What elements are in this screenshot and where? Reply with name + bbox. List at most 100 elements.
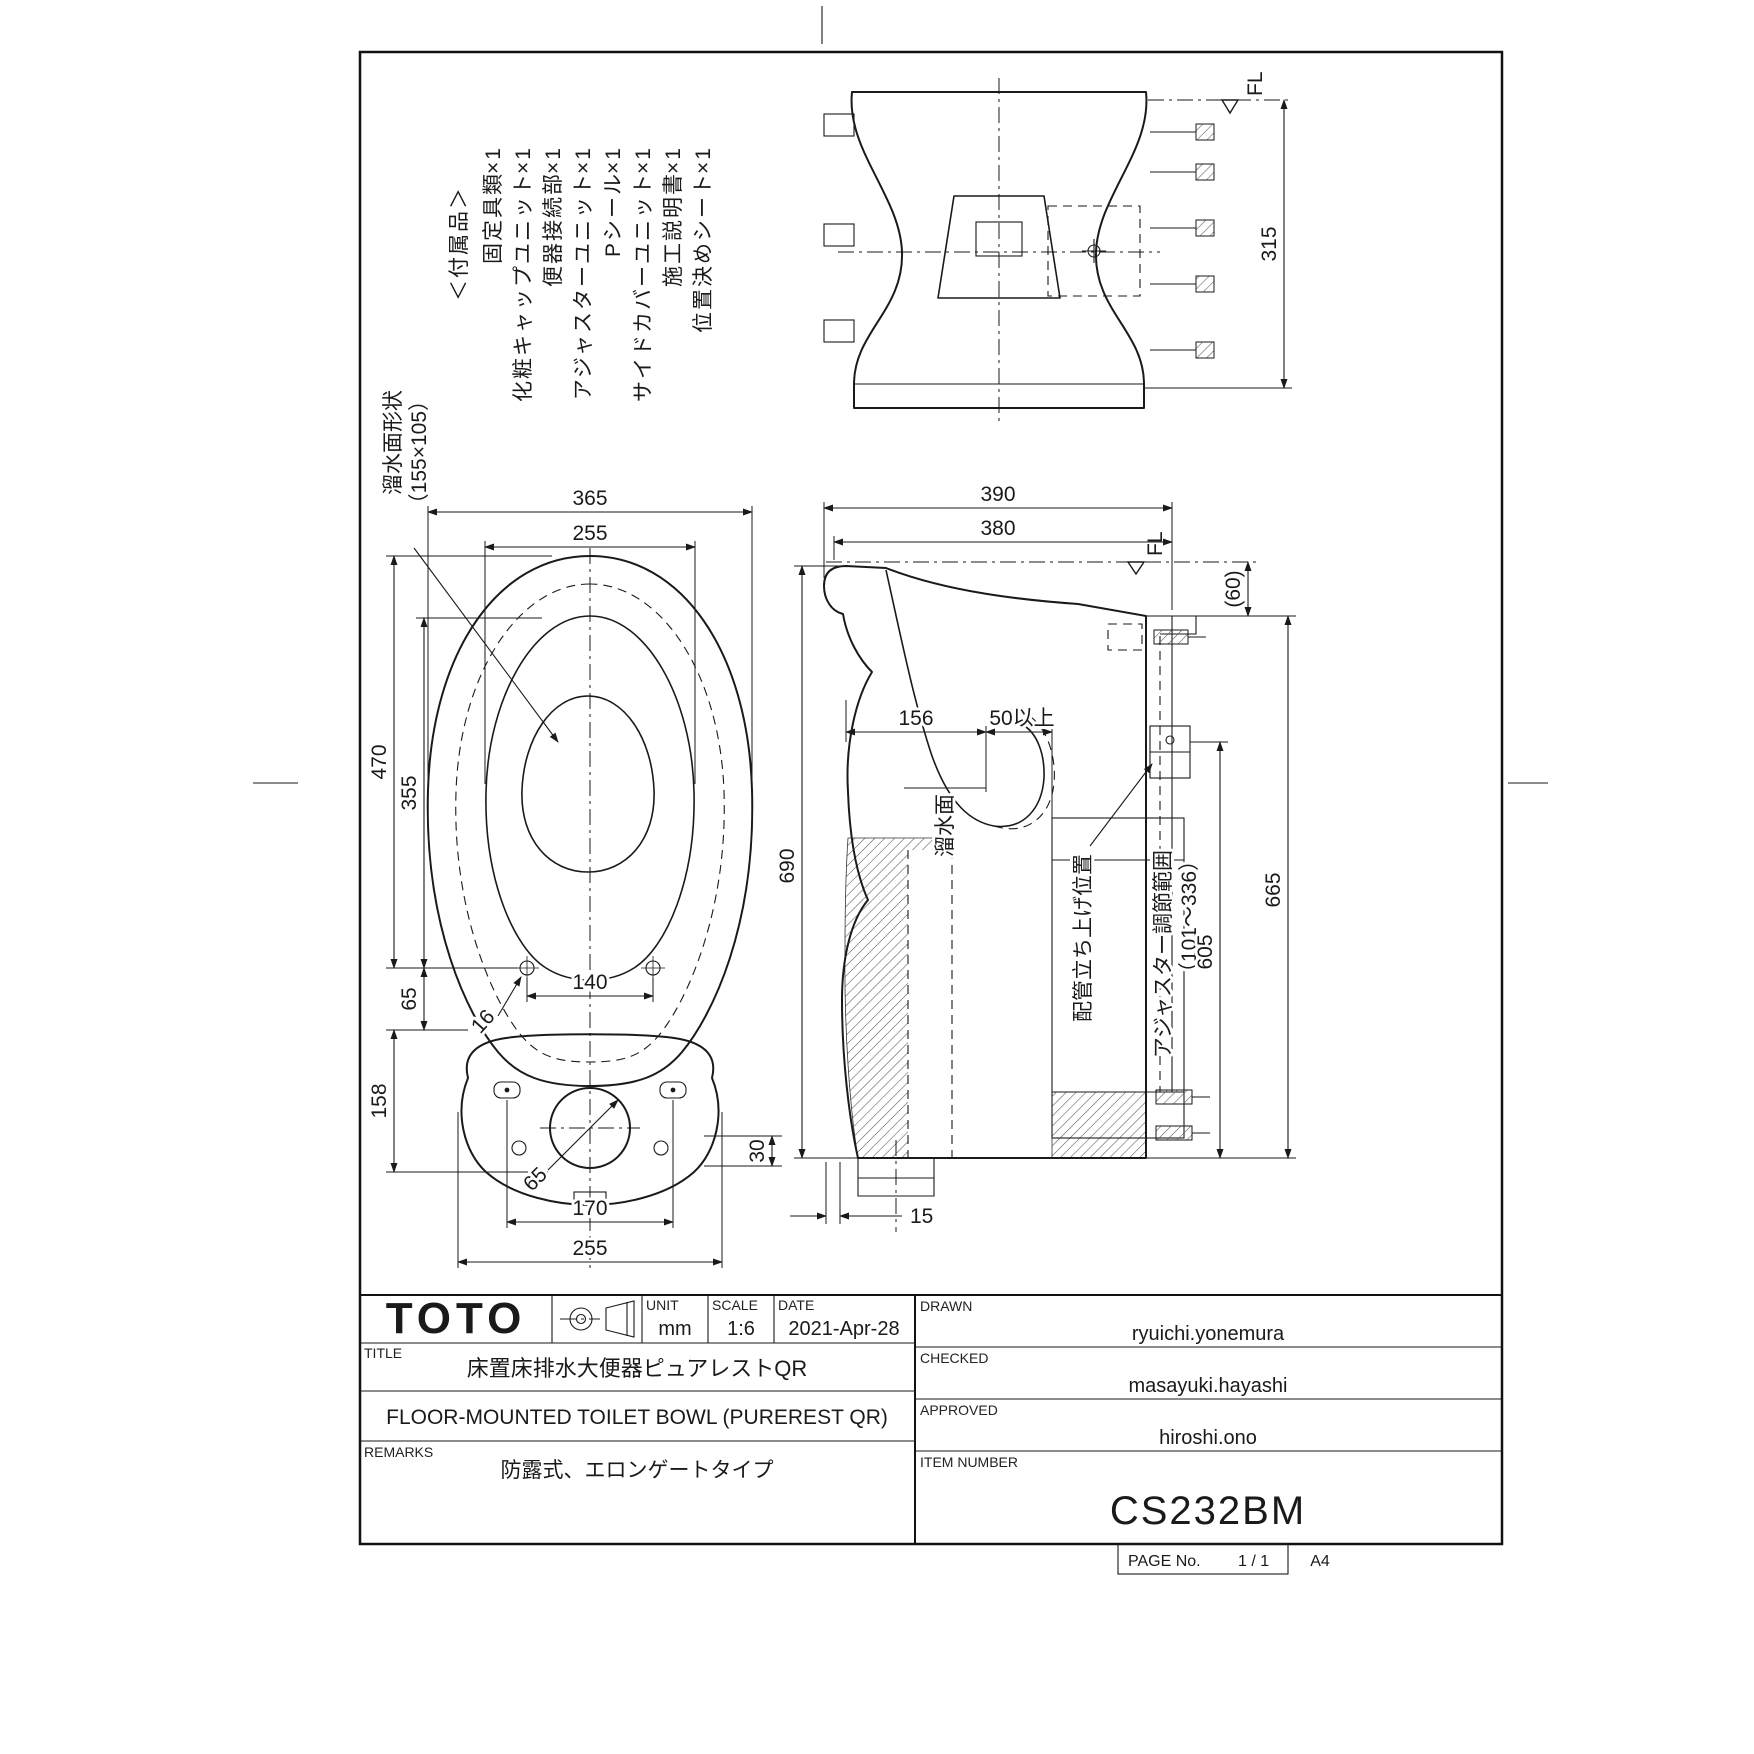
fl-marker-icon: FL	[1148, 68, 1292, 115]
adjuster-unit	[1051, 817, 1185, 1139]
bowl-outline	[426, 555, 754, 1087]
accessory-name: 位置決めシート	[692, 172, 715, 333]
dim-16: 16	[464, 976, 522, 1041]
accessory-column: ×1 サイドカバーユニット	[632, 146, 655, 402]
dim-value: 365	[572, 487, 607, 510]
checked-label: CHECKED	[920, 1350, 988, 1366]
dim-value: 255	[572, 1237, 607, 1260]
accessory-name: サイドカバーユニット	[632, 172, 655, 402]
accessory-name: アジャスターユニット	[572, 172, 595, 400]
accessory-name: Pシール	[602, 172, 625, 257]
fixing-bracket-hidden	[1107, 623, 1143, 651]
accessory-qty: ×1	[662, 146, 685, 174]
dim-value: 65	[519, 1163, 552, 1196]
unit-label: UNIT	[646, 1297, 679, 1313]
dim-50-min: 50以上	[985, 704, 1058, 818]
accessory-name: 施工説明書	[662, 172, 685, 287]
projection-symbol-icon	[560, 1300, 635, 1338]
scale-label: SCALE	[712, 1297, 758, 1313]
dim-60: (60)	[1196, 561, 1296, 617]
dim-value: 315	[1258, 226, 1281, 261]
dim-365: 365	[427, 484, 753, 784]
dim-value: 665	[1262, 872, 1285, 907]
accessory-qty: ×1	[632, 146, 655, 174]
water-surface-label: 溜水面	[934, 794, 957, 857]
remarks-value: 防露式、エロンゲートタイプ	[501, 1459, 774, 1482]
dim-470: 470	[365, 555, 552, 969]
date-value: 2021-Apr-28	[788, 1318, 899, 1340]
accessory-column: ×1 化粧キャップユニット	[512, 146, 535, 402]
screw-icon	[1150, 219, 1215, 237]
fl-label: FL	[1144, 531, 1167, 556]
page-number-box: PAGE No. 1 / 1 A4	[1117, 1543, 1330, 1575]
dim-value: 156	[898, 707, 933, 730]
bowl-opening	[485, 615, 695, 981]
scale-value: 1:6	[727, 1318, 755, 1340]
dim-value: (60)	[1222, 570, 1245, 607]
dim-30: 30	[704, 1135, 782, 1167]
section-hatch	[1051, 1091, 1147, 1159]
seat-hidden-line	[455, 583, 725, 1063]
accessory-column: ×1 Pシール	[602, 146, 625, 257]
dim-605: 605	[1190, 741, 1228, 1159]
screw-icon	[1150, 341, 1215, 359]
dim-value: 690	[776, 848, 799, 883]
dim-15: 15	[790, 1162, 936, 1231]
accessories-header: ＜付属品＞	[448, 186, 471, 301]
pool-shape-label: 溜水面形状	[382, 390, 405, 495]
dim-156: 156	[845, 700, 987, 792]
hidden-bracket	[1047, 205, 1141, 297]
unit-value: mm	[658, 1318, 691, 1340]
dim-380: 380	[833, 514, 1173, 560]
frame	[253, 6, 1548, 1546]
fixing-tab	[823, 113, 855, 137]
dim-value: 140	[572, 971, 607, 994]
dim-255-top: 255	[484, 519, 696, 784]
accessory-qty: ×1	[572, 146, 595, 174]
screw-icon	[1155, 1089, 1210, 1105]
side-view: FL 溜水面 配管立ち上げ位置 アジャスター調節範囲 （101〜336） 390…	[773, 480, 1296, 1232]
accessory-column: ×1 固定具類	[482, 146, 505, 264]
screw-icon	[1155, 1125, 1210, 1141]
accessory-qty: ×1	[692, 146, 715, 174]
bowl-section	[885, 569, 1045, 828]
adjuster-range-label: アジャスター調節範囲	[1152, 850, 1175, 1058]
fl-marker-icon: FL	[826, 528, 1256, 576]
dim-value: 605	[1194, 934, 1217, 969]
base-hole	[653, 1140, 669, 1156]
page-label: PAGE No.	[1128, 1553, 1201, 1570]
accessory-qty: ×1	[542, 146, 565, 174]
dim-355: 355	[395, 617, 542, 969]
dim-value: 50以上	[989, 707, 1054, 730]
dim-140: 140	[526, 968, 654, 1002]
accessory-column: ×1 アジャスターユニット	[572, 146, 595, 400]
title-japanese: 床置床排水大便器ピュアレストQR	[467, 1356, 808, 1381]
rear-outline	[850, 91, 1148, 409]
pool-shape-callout: 溜水面形状 （155×105）	[379, 387, 559, 743]
checked-value: masayuki.hayashi	[1129, 1375, 1288, 1397]
flush-valve-cover	[937, 195, 1061, 299]
screw-icon	[1150, 275, 1215, 293]
drawn-value: ryuichi.yonemura	[1132, 1323, 1285, 1345]
dim-65-drain: 65	[516, 1099, 619, 1199]
bolt-slot-icon	[659, 1081, 687, 1099]
pool-shape-dims: （155×105）	[408, 390, 431, 514]
accessory-column: ×1 施工説明書	[662, 146, 685, 287]
dim-255-bottom: 255	[457, 1112, 723, 1268]
title-english: FLOOR-MOUNTED TOILET BOWL (PUREREST QR)	[386, 1406, 888, 1429]
bolt-slot-icon	[493, 1081, 521, 1099]
accessory-name: 固定具類	[482, 172, 505, 264]
base-hole	[511, 1140, 527, 1156]
screw-icon	[1150, 123, 1215, 141]
dim-315: 315	[1144, 99, 1292, 389]
dim-value: 15	[910, 1205, 933, 1228]
water-surface-outline	[521, 695, 655, 873]
dim-value: 470	[368, 744, 391, 779]
accessory-column: ×1 便器接続部	[542, 146, 565, 287]
approved-value: hiroshi.ono	[1159, 1427, 1257, 1449]
accessory-qty: ×1	[482, 146, 505, 174]
dim-390: 390	[823, 480, 1173, 610]
dim-665: 665	[1259, 615, 1292, 1159]
accessory-qty: ×1	[602, 146, 625, 174]
